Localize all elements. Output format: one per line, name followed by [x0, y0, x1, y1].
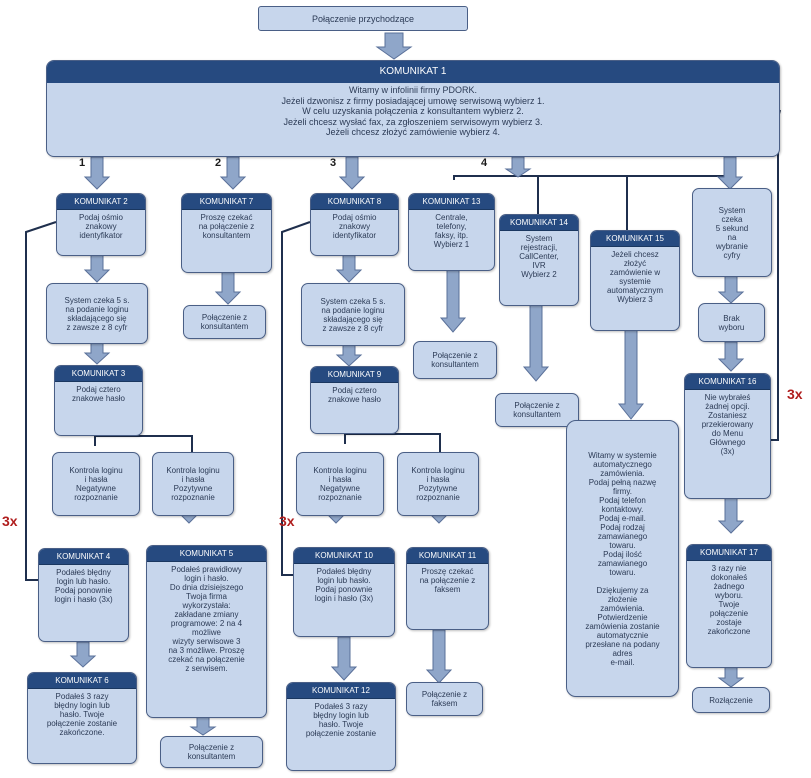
branch-label-3: 3 [330, 157, 337, 169]
komunikat-14-text: System rejestracji, CallCenter, IVR Wybi… [519, 234, 559, 279]
komunikat-13-text: Centrale, telefony, faksy, itp. Wybierz … [433, 213, 470, 249]
komunikat-17-title: KOMUNIKAT 17 [687, 545, 771, 561]
repeat-label-middle: 3x [279, 513, 295, 529]
komunikat-10-title: KOMUNIKAT 10 [294, 548, 394, 564]
system-wait-5s: System czeka 5 sekund na wybranie cyfry [692, 188, 772, 277]
komunikat-9: KOMUNIKAT 9 Podaj cztero znakowe hasło [310, 366, 399, 434]
komunikat-9-title: KOMUNIKAT 9 [311, 367, 398, 383]
komunikat-7: KOMUNIKAT 7 Proszę czekać na połączenie … [181, 193, 272, 273]
komunikat-7-text: Proszę czekać na połączenie z konsultant… [198, 213, 255, 240]
komunikat-6-title: KOMUNIKAT 6 [28, 673, 136, 689]
no-choice: Brak wyboru [698, 303, 765, 342]
komunikat-1-title: KOMUNIKAT 1 [47, 61, 779, 83]
disconnect: Rozłączenie [692, 687, 770, 713]
komunikat-5: KOMUNIKAT 5 Podałeś prawidłowy login i h… [146, 545, 267, 718]
komunikat-16-title: KOMUNIKAT 16 [685, 374, 770, 390]
komunikat-2-text: Podaj ośmio znakowy identyfikator [78, 213, 124, 240]
login-check-positive-1: Kontrola loginu i hasła Pozytywne rozpoz… [152, 452, 234, 516]
repeat-label-right: 3x [787, 386, 803, 402]
login-check-positive-2: Kontrola loginu i hasła Pozytywne rozpoz… [397, 452, 479, 516]
komunikat-10-text: Podałeś błędny login lub hasło. Podaj po… [314, 567, 374, 603]
connect-consultant-k14: Połączenie z konsultantem [495, 393, 579, 427]
login-check-negative-1: Kontrola loginu i hasła Negatywne rozpoz… [52, 452, 140, 516]
komunikat-8: KOMUNIKAT 8 Podaj ośmio znakowy identyfi… [310, 193, 399, 256]
komunikat-15: KOMUNIKAT 15 Jeżeli chcesz złożyć zamówi… [590, 230, 680, 331]
komunikat-16: KOMUNIKAT 16 Nie wybrałeś żadnej opcji. … [684, 373, 771, 499]
komunikat-5-title: KOMUNIKAT 5 [147, 546, 266, 562]
komunikat-17-text: 3 razy nie dokonałeś żadnego wyboru. Two… [707, 564, 751, 636]
komunikat-12-text: Podałeś 3 razy błędny login lub hasło. T… [305, 702, 377, 738]
komunikat-8-title: KOMUNIKAT 8 [311, 194, 398, 210]
komunikat-4-text: Podałeś błędny login lub hasło. Podaj po… [54, 568, 113, 604]
komunikat-3: KOMUNIKAT 3 Podaj cztero znakowe hasło [54, 365, 143, 436]
komunikat-9-text: Podaj cztero znakowe hasło [328, 386, 381, 404]
login-check-negative-2: Kontrola loginu i hasła Negatywne rozpoz… [296, 452, 384, 516]
system-wait-login-2: System czeka 5 s. na podanie loginu skła… [301, 283, 405, 346]
connect-consultant-k5: Połączenie z konsultantem [160, 736, 263, 768]
automatic-order-system: Witamy w systemie automatycznego zamówie… [566, 420, 679, 697]
komunikat-13-title: KOMUNIKAT 13 [409, 194, 494, 210]
komunikat-6-text: Podałeś 3 razy błędny login lub hasło. T… [46, 692, 118, 737]
komunikat-2: KOMUNIKAT 2 Podaj ośmio znakowy identyfi… [56, 193, 146, 256]
connect-fax: Połączenie z faksem [406, 682, 483, 716]
branch-label-1: 1 [79, 157, 86, 169]
komunikat-1: KOMUNIKAT 1 Witamy w infolinii firmy PDO… [46, 60, 780, 157]
komunikat-8-text: Podaj ośmio znakowy identyfikator [332, 213, 377, 240]
komunikat-12: KOMUNIKAT 12 Podałeś 3 razy błędny login… [286, 682, 396, 771]
komunikat-2-title: KOMUNIKAT 2 [57, 194, 145, 210]
komunikat-11: KOMUNIKAT 11 Proszę czekać na połączenie… [406, 547, 489, 630]
komunikat-7-title: KOMUNIKAT 7 [182, 194, 271, 210]
komunikat-15-title: KOMUNIKAT 15 [591, 231, 679, 247]
komunikat-11-title: KOMUNIKAT 11 [407, 548, 488, 564]
komunikat-16-text: Nie wybrałeś żadnej opcji. Zostaniesz pr… [701, 393, 754, 456]
komunikat-12-title: KOMUNIKAT 12 [287, 683, 395, 699]
komunikat-3-title: KOMUNIKAT 3 [55, 366, 142, 382]
incoming-call-node: Połączenie przychodzące [258, 6, 468, 31]
komunikat-4: KOMUNIKAT 4 Podałeś błędny login lub has… [38, 548, 129, 642]
komunikat-13: KOMUNIKAT 13 Centrale, telefony, faksy, … [408, 193, 495, 271]
komunikat-6: KOMUNIKAT 6 Podałeś 3 razy błędny login … [27, 672, 137, 764]
komunikat-3-text: Podaj cztero znakowe hasło [72, 385, 125, 403]
komunikat-17: KOMUNIKAT 17 3 razy nie dokonałeś żadneg… [686, 544, 772, 668]
branch-label-4: 4 [481, 157, 488, 169]
connect-consultant-k13: Połączenie z konsultantem [413, 341, 497, 379]
komunikat-4-title: KOMUNIKAT 4 [39, 549, 128, 565]
komunikat-15-text: Jeżeli chcesz złożyć zamówienie w system… [606, 250, 664, 304]
branch-label-2: 2 [215, 157, 222, 169]
system-wait-login-1: System czeka 5 s. na podanie loginu skła… [46, 283, 148, 344]
connect-consultant-k7: Połączenie z konsultantem [183, 305, 266, 339]
komunikat-11-text: Proszę czekać na połączenie z faksem [419, 567, 476, 594]
komunikat-14-title: KOMUNIKAT 14 [500, 215, 578, 231]
komunikat-5-text: Podałeś prawidłowy login i hasło. Do dni… [168, 565, 245, 673]
repeat-label-left: 3x [2, 513, 18, 529]
komunikat-14: KOMUNIKAT 14 System rejestracji, CallCen… [499, 214, 579, 306]
komunikat-1-text: Witamy w infolinii firmy PDORK. Jeżeli d… [281, 85, 545, 137]
komunikat-10: KOMUNIKAT 10 Podałeś błędny login lub ha… [293, 547, 395, 637]
